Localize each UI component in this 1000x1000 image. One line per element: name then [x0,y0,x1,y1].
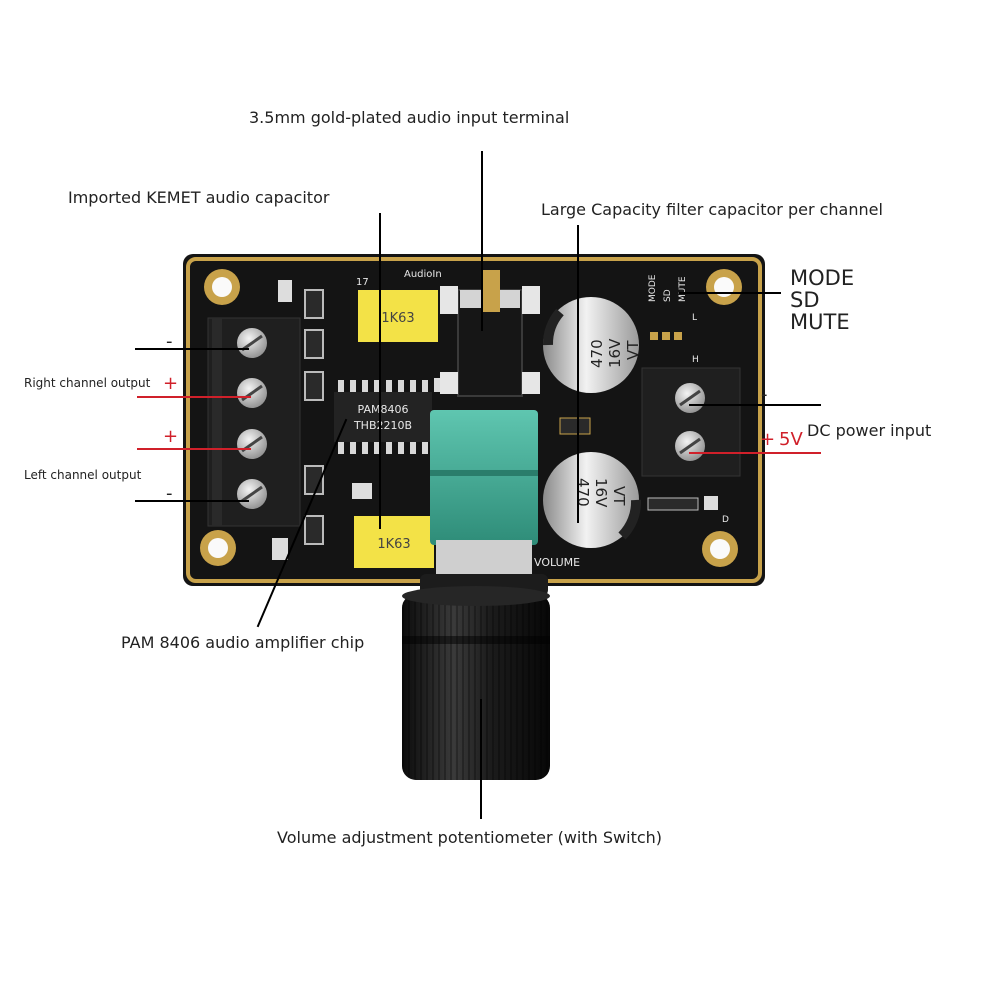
label-mode: MODE [790,266,855,290]
elcap-bottom-series: VT [610,486,628,506]
sign-left-minus: - [166,483,173,504]
silk-l: L [692,313,697,323]
chip-label-line1: PAM8406 [358,403,409,416]
silk-audio-in: AudioIn [404,269,442,280]
kemet-capacitor-bottom: 1K63 [354,516,434,568]
silk-17: 17 [356,277,369,288]
elcap-top-value: 470 [588,339,606,368]
cap-marking-top: 1K63 [381,311,414,326]
volume-knob [402,586,550,780]
smd-components [272,280,718,560]
audio-jack [440,270,540,397]
label-mute: MUTE [790,310,850,334]
sign-right-plus: + [163,373,179,394]
power-terminal-block [641,367,741,477]
mounting-holes [200,269,742,567]
filter-capacitor-bottom: 470 16V VT [543,452,642,548]
kemet-capacitor-top: 1K63 [358,290,438,342]
label-audio-input-terminal: 3.5mm gold-plated audio input terminal [249,108,570,127]
label-sd: SD [790,288,820,312]
leader-lines [135,151,821,819]
silk-volume: VOLUME [534,556,580,569]
label-amplifier-chip: PAM 8406 audio amplifier chip [121,633,365,652]
silk-sd: SD [663,289,673,302]
filter-capacitor-top: 470 16V VT [543,297,642,393]
label-kemet-capacitor: Imported KEMET audio capacitor [68,188,330,207]
sign-left-plus: + [163,426,179,447]
sign-right-minus: - [166,331,173,352]
elcap-bottom-voltage: 16V [592,478,610,508]
silk-mute: MUTE [678,276,688,302]
label-volume-potentiometer: Volume adjustment potentiometer (with Sw… [277,828,663,847]
label-voltage: 5V [779,429,803,450]
amplifier-chip: PAM8406 THB2210B [334,380,432,454]
elcap-top-series: VT [624,340,642,360]
silk-mode: MODE [648,274,658,302]
elcap-bottom-value: 470 [574,478,592,507]
silk-d: D [722,515,729,525]
cap-marking-bottom: 1K63 [377,537,410,552]
elcap-top-voltage: 16V [606,338,624,368]
label-dc-power-input: DC power input [807,421,932,440]
label-left-channel-output: Left channel output [24,468,142,482]
sign-power-plus: + [760,429,776,450]
leader-amplifier-chip [256,418,348,628]
label-filter-capacitor: Large Capacity filter capacitor per chan… [541,200,883,219]
label-right-channel-output: Right channel output [24,376,151,390]
board-silkscreen: AudioIn 17 MODE SD MUTE VOLUME L H D [356,269,729,569]
silk-h: H [692,355,699,365]
potentiometer-body [420,410,548,596]
chip-label-line2: THB2210B [353,419,412,432]
sign-power-minus: - [761,384,768,405]
